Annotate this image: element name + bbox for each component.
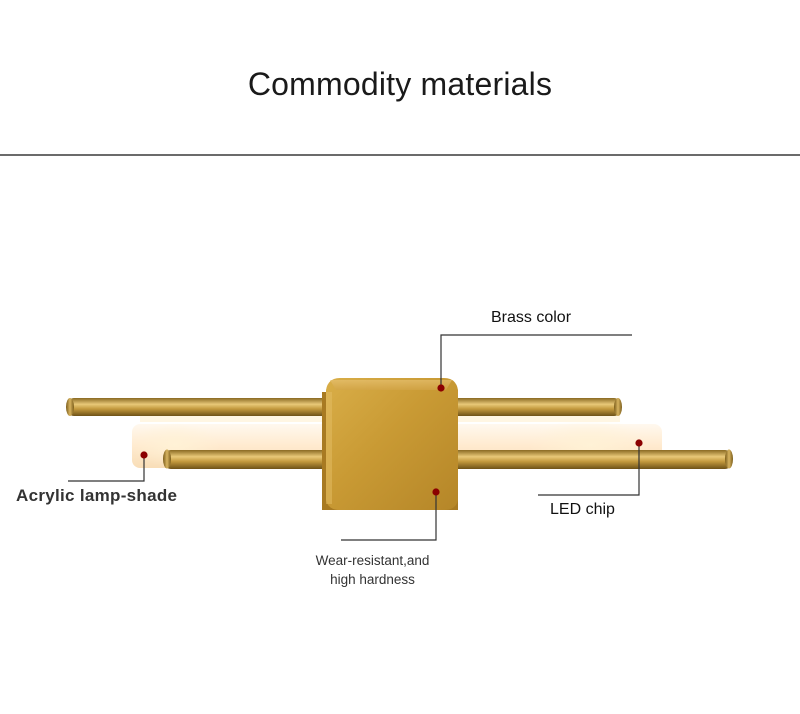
page-title: Commodity materials — [247, 66, 553, 102]
wear-resistant-label: Wear-resistant,and high hardness — [300, 551, 445, 589]
wear-marker — [432, 488, 440, 496]
led-chip-label: LED chip — [550, 501, 615, 518]
callout-markers — [140, 384, 643, 496]
brass-color-label: Brass color — [491, 309, 572, 326]
wear-label-line2: high hardness — [330, 572, 415, 587]
leader-lines — [68, 334, 640, 541]
brass-marker — [437, 384, 445, 392]
acrylic-lamp-shade-label: Acrylic lamp-shade — [16, 486, 178, 505]
led-marker — [635, 439, 643, 447]
wear-label-line1: Wear-resistant,and — [315, 553, 430, 568]
acrylic-marker — [140, 451, 148, 459]
title-divider — [0, 154, 800, 156]
